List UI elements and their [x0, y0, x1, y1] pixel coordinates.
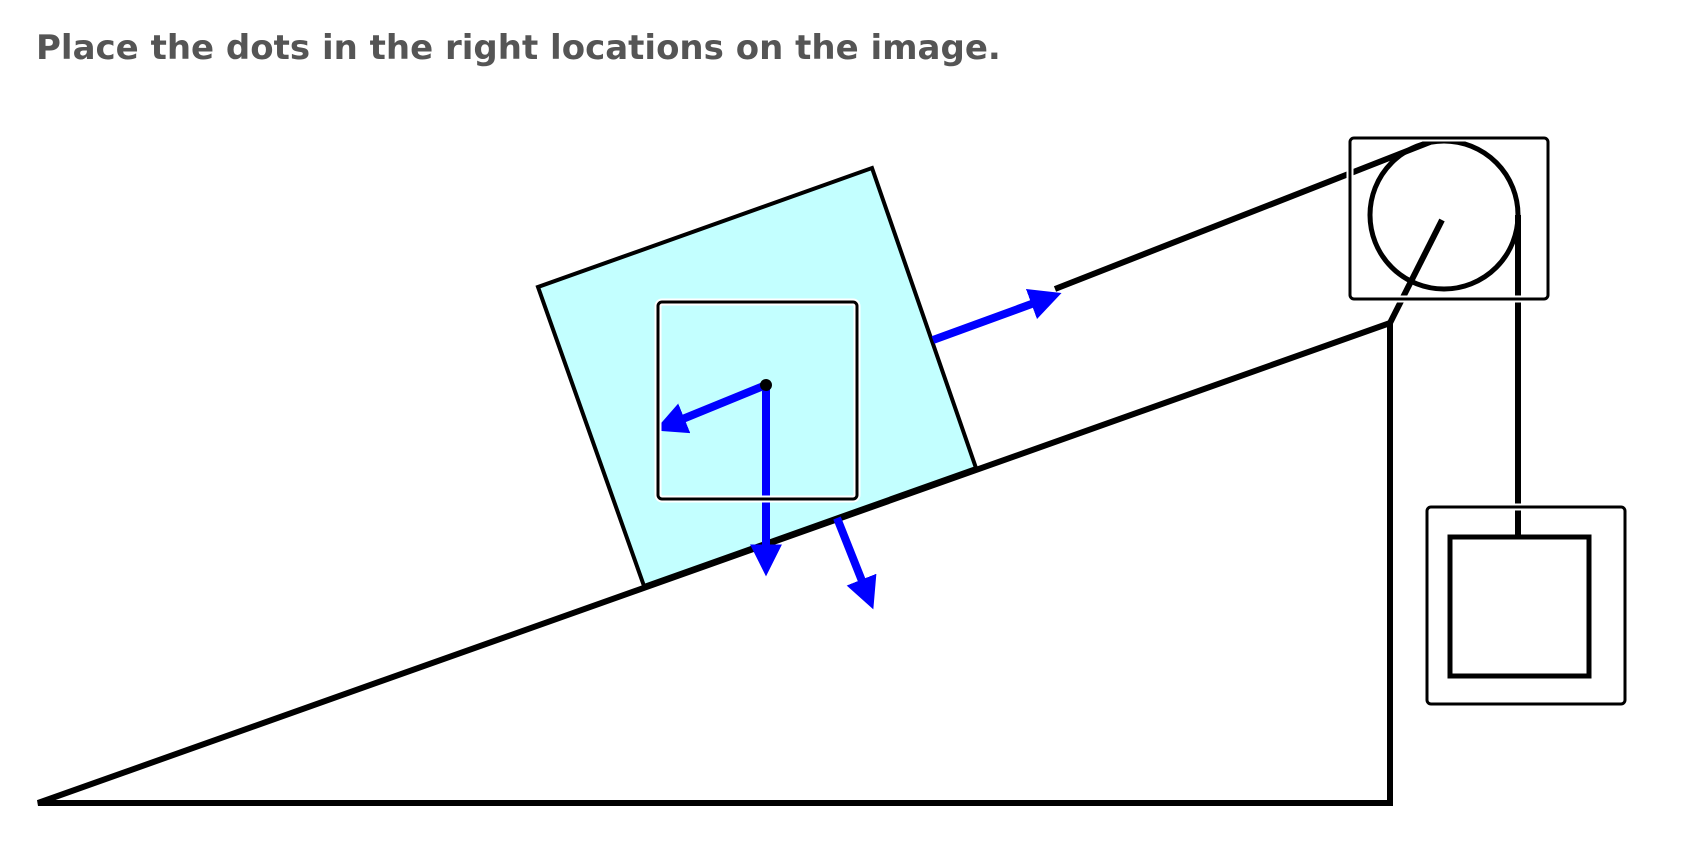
instruction-text: Place the dots in the right locations on…: [36, 28, 1001, 68]
tension-force-arrow: [931, 289, 1062, 344]
drop-zone-pulley-outline[interactable]: [1348, 136, 1550, 301]
block-on-incline: [535, 165, 979, 589]
rope-incline: [1053, 139, 1432, 292]
pulley-wheel: [1367, 138, 1521, 292]
center-of-mass-dot: [760, 379, 772, 391]
friction-force-arrow: [654, 381, 768, 434]
normal-force-arrow: [833, 516, 877, 610]
drop-zone-hanging-mass-outline[interactable]: [1425, 505, 1627, 706]
pulley-bracket: [1387, 218, 1445, 325]
drop-zone-block-center-outline[interactable]: [656, 300, 859, 501]
hanging-mass: [1447, 534, 1592, 679]
